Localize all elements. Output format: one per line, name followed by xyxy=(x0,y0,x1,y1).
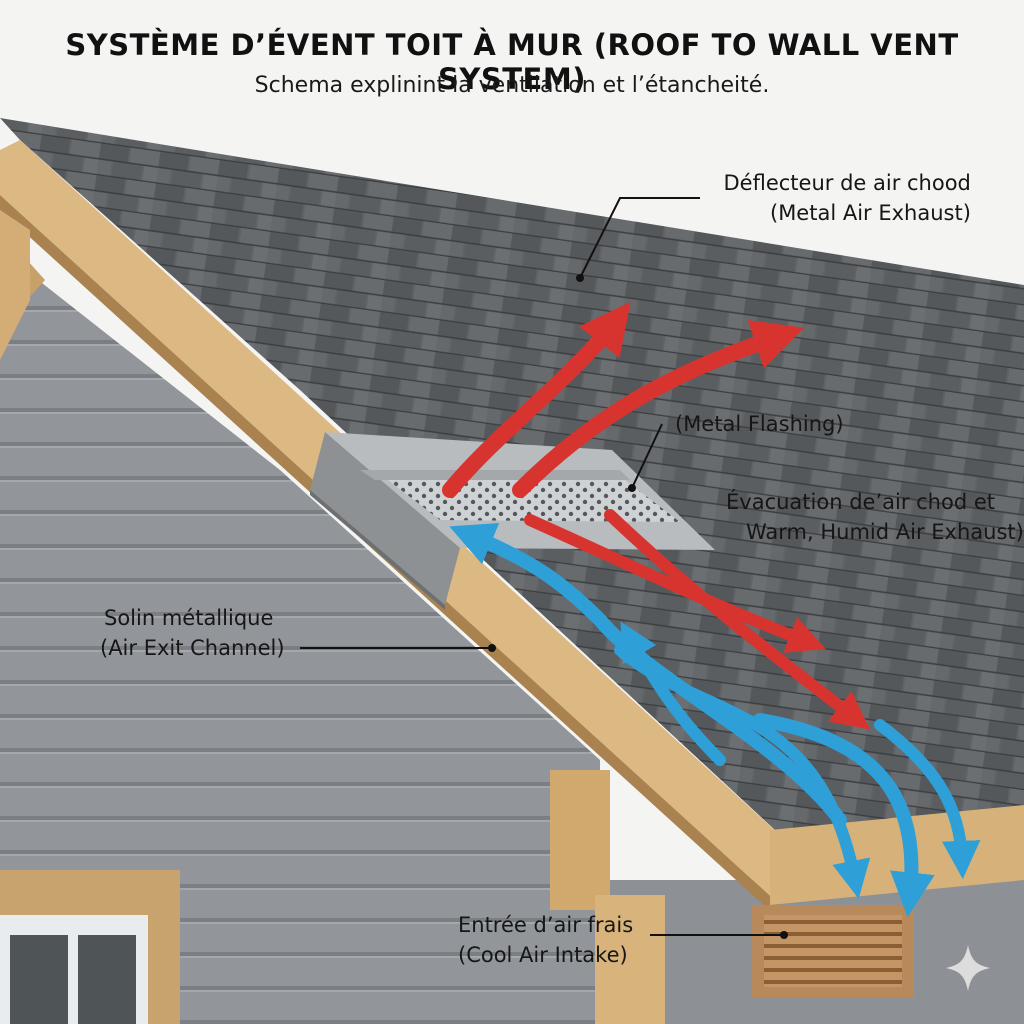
window-pane xyxy=(10,935,68,1024)
label-deflector: Déflecteur de air chood (Metal Air Exhau… xyxy=(708,168,971,228)
label-exhaust-line1: Évacuation de’air chod et xyxy=(726,490,995,514)
label-deflector-line2: (Metal Air Exhaust) xyxy=(770,201,971,225)
label-intake-line1: Entrée d’air frais xyxy=(458,913,634,937)
leader-dot xyxy=(780,931,788,939)
warm-air-arrow xyxy=(512,320,805,498)
flashing-side xyxy=(310,432,460,605)
cool-air-arrow xyxy=(620,621,726,766)
wall-siding xyxy=(0,250,600,1024)
label-solin-line2: (Air Exit Channel) xyxy=(100,636,285,660)
diagram-title: SYSTÈME D’ÉVENT TOIT À MUR (ROOF TO WALL… xyxy=(65,28,959,96)
cool-air-arrow xyxy=(874,719,981,880)
label-deflector-line1: Déflecteur de air chood xyxy=(723,171,971,195)
vent-rim xyxy=(360,470,630,480)
label-intake: Entrée d’air frais (Cool Air Intake) xyxy=(458,910,633,970)
leader-line-flashing xyxy=(631,423,663,489)
cool-air-arrow xyxy=(449,522,847,827)
warm-air-arrow xyxy=(524,514,826,653)
lower-post xyxy=(595,895,665,1024)
label-intake-line2: (Cool Air Intake) xyxy=(458,943,628,967)
label-exhaust: Évacuation de’air chod et Warm, Humid Ai… xyxy=(726,487,1024,547)
leader-dot xyxy=(488,644,496,652)
leader-line-deflector xyxy=(579,197,700,279)
flashing-lip xyxy=(310,490,445,610)
label-exhaust-line2: Warm, Humid Air Exhaust) xyxy=(746,520,1024,544)
warm-air-arrow xyxy=(604,509,871,730)
label-solin-line1: Solin métallique xyxy=(104,606,274,630)
label-flashing-line1: (Metal Flashing) xyxy=(675,412,844,436)
gable-frame xyxy=(0,210,30,360)
leader-dot xyxy=(576,274,584,282)
leader-dot xyxy=(628,484,636,492)
warm-air-arrow xyxy=(442,301,631,498)
window-pane xyxy=(78,935,136,1024)
louver-slats xyxy=(764,915,902,987)
label-solin: Solin métallique (Air Exit Channel) xyxy=(100,603,285,663)
label-flashing: (Metal Flashing) xyxy=(675,409,844,439)
cool-air-arrow xyxy=(753,713,935,918)
diagram-subtitle: Schema explinint la ventilation et l’éta… xyxy=(254,73,770,98)
corner-post xyxy=(550,770,610,910)
sparkle-icon xyxy=(946,945,990,991)
